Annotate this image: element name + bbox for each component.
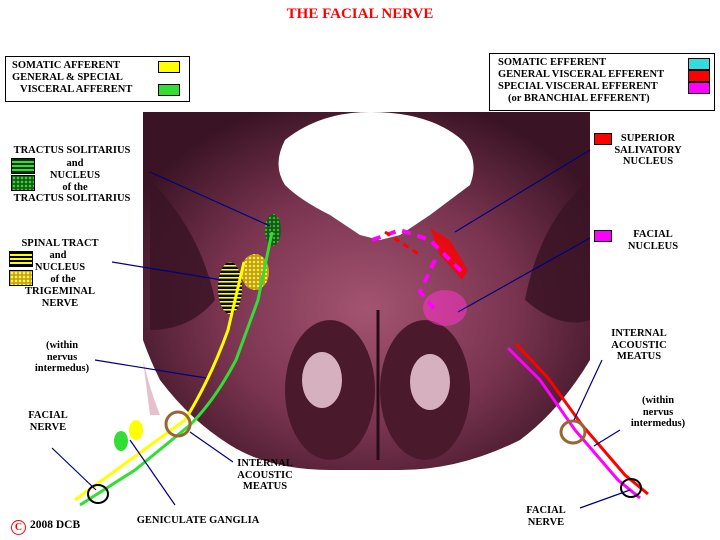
label-spinal-tract-nucleus: NUCLEUS [34, 262, 86, 273]
label-tractus-solitarius-and: and [66, 158, 84, 169]
label-spinal-tract-and: and [49, 250, 67, 261]
label-tractus-solitarius-nucleus: NUCLEUS [49, 170, 101, 181]
facial-nerve-ring-right [620, 478, 642, 498]
legend-special-visceral-efferent-label: SPECIAL VISCERAL EFFERENT [498, 81, 658, 92]
legend-somatic-afferent-swatch [158, 61, 180, 73]
label-facial-nerve-left: FACIAL NERVE [28, 410, 68, 433]
label-tractus-solitarius-bottom: TRACTUS SOLITARIUS [13, 193, 131, 204]
label-tractus-solitarius: TRACTUS SOLITARIUS [13, 145, 131, 156]
somatic-afferent-fiber [74, 261, 246, 502]
label-geniculate-ganglia: GENICULATE GANGLIA [136, 515, 260, 526]
special-visceral-efferent-fiber [506, 346, 641, 500]
legend-visceral-afferent-swatch [158, 84, 180, 96]
label-internal-acoustic-meatus-left: INTERNAL ACOUSTIC MEATUS [237, 458, 293, 492]
label-facial-nucleus: FACIAL NUCLEUS [627, 229, 679, 252]
facial-nucleus-swatch [594, 230, 612, 242]
copyright-symbol-icon: C [11, 520, 26, 535]
legend-general-special-label: GENERAL & SPECIAL [12, 72, 123, 83]
facial-nerve-ring-left [87, 484, 109, 504]
superior-salivatory-swatch [594, 133, 612, 145]
label-facial-nerve-right: FACIAL NERVE [526, 505, 566, 528]
internal-acoustic-meatus-right [559, 419, 587, 445]
facial-nucleus-spot [423, 290, 467, 326]
spinal-tract-stripes-swatch [9, 251, 33, 267]
internal-acoustic-meatus-left [164, 410, 192, 438]
fourth-ventricle [278, 112, 474, 240]
legend-visceral-afferent-label: VISCERAL AFFERENT [20, 84, 133, 95]
legend-efferent: SOMATIC EFFERENT GENERAL VISCERAL EFFERE… [489, 53, 715, 111]
legend-afferent: SOMATIC AFFERENT GENERAL & SPECIAL VISCE… [5, 56, 190, 102]
label-within-nervus-intermedus-right: (within nervus intermedus) [630, 395, 686, 429]
tractus-solitarius-nucleus [265, 214, 281, 246]
tractus-solitarius-dots-swatch [11, 175, 35, 191]
label-spinal-tract: SPINAL TRACT [21, 238, 99, 249]
label-internal-acoustic-meatus-right: INTERNAL ACOUSTIC MEATUS [611, 328, 667, 362]
legend-somatic-afferent-label: SOMATIC AFFERENT [12, 60, 121, 71]
tractus-solitarius-stripes-swatch [11, 158, 35, 174]
tissue-section [143, 112, 590, 470]
legend-general-visceral-efferent-swatch [688, 70, 710, 82]
label-spinal-tract-nerve: NERVE [41, 298, 79, 309]
legend-general-visceral-efferent-label: GENERAL VISCERAL EFFERENT [498, 69, 665, 80]
legend-somatic-efferent-swatch [688, 58, 710, 70]
label-tractus-solitarius-ofthe: of the [62, 182, 88, 193]
label-within-nervus-intermedus-left: (within nervus intermedus) [34, 340, 90, 374]
legend-branchial-efferent-label: (or BRANCHIAL EFFERENT) [508, 93, 650, 104]
geniculate-ganglion-yellow [129, 420, 143, 440]
geniculate-ganglion-green [114, 431, 128, 451]
legend-special-visceral-efferent-swatch [688, 82, 710, 94]
spinal-tract-dots-swatch [9, 270, 33, 286]
label-spinal-tract-ofthe: of the [50, 274, 76, 285]
label-superior-salivatory-nucleus: SUPERIOR SALIVATORY NUCLEUS [614, 133, 682, 167]
label-copyright: 2008 DCB [30, 519, 81, 531]
label-spinal-tract-trigeminal: TRIGEMINAL [24, 286, 95, 297]
page-title: THE FACIAL NERVE [286, 6, 434, 22]
legend-somatic-efferent-label: SOMATIC EFFERENT [498, 57, 607, 68]
